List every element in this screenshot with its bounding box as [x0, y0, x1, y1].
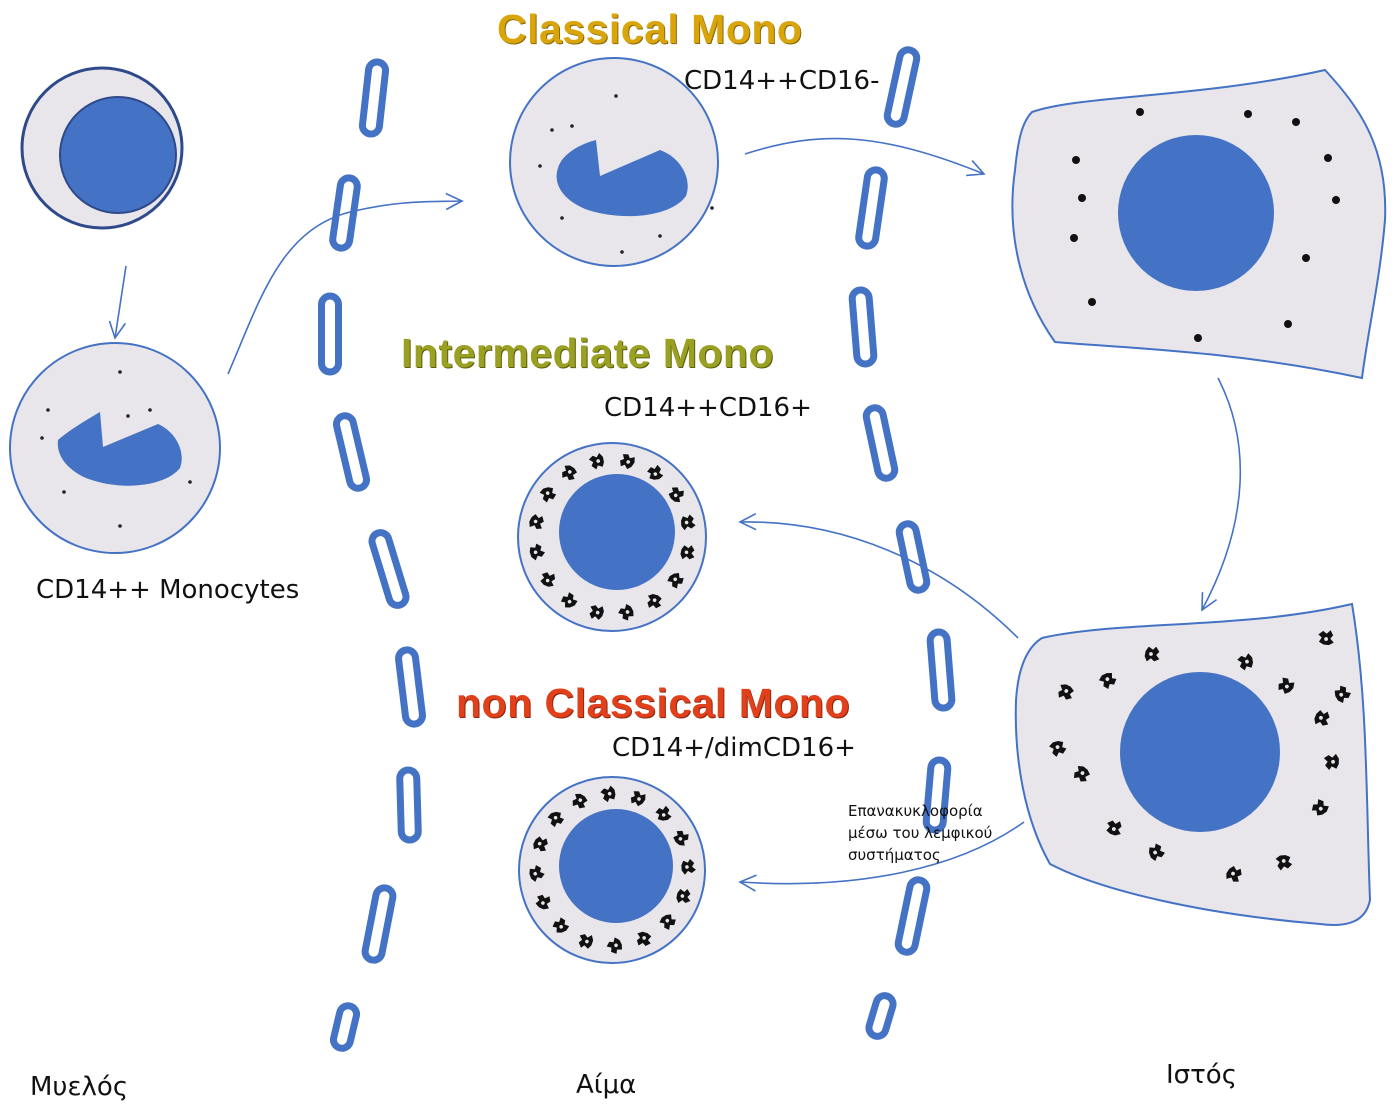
marker-intermediate: CD14++CD16+	[604, 393, 812, 423]
arrow-marrow-to-blood	[227, 192, 464, 375]
vessel-wall-segment	[883, 46, 921, 128]
vessel-wall-segment	[395, 646, 426, 728]
vessel-wall-segment	[329, 1002, 361, 1052]
lymphatic-note: Επανακυκλοφορία μέσω του λεμφικού συστήμ…	[848, 800, 992, 866]
vessel-wall-segment	[361, 884, 397, 964]
marker-classical: CD14++CD16-	[684, 66, 880, 96]
marker-non-classical: CD14+/dimCD16+	[612, 733, 856, 763]
region-blood: Αίμα	[576, 1070, 637, 1100]
arrow-blood-to-tissue	[744, 137, 986, 177]
vessel-wall-segment	[318, 292, 342, 376]
flow-arrows	[108, 137, 1242, 892]
title-intermediate: Intermediate Mono	[401, 330, 774, 376]
arrow-tissue-differentiation	[1201, 377, 1242, 612]
note-line-2: μέσω του λεμφικού	[848, 824, 993, 842]
vessel-wall-segment	[332, 412, 371, 492]
vessel-wall-segment	[926, 628, 956, 712]
arrow-lymphatic-recirculation	[738, 821, 1025, 892]
vessel-wall-segment	[895, 520, 931, 594]
title-non-classical: non Classical Mono	[456, 680, 850, 726]
region-tissue: Ιστός	[1166, 1060, 1237, 1090]
vessel-wall-right	[848, 46, 956, 1040]
vessel-wall-left	[318, 58, 426, 1052]
arrow-tissue-to-intermediate	[738, 512, 1019, 639]
non-classical-monocyte[interactable]	[518, 776, 706, 964]
vessel-wall-segment	[922, 756, 952, 834]
arrow-progenitor-to-monocyte	[108, 265, 127, 340]
marker-marrow-monocytes: CD14++ Monocytes	[36, 575, 300, 605]
progenitor-cell	[20, 66, 184, 230]
vessel-wall-segment	[358, 58, 390, 138]
vessel-wall-segment	[396, 766, 422, 844]
tissue-macrophage-activated	[1014, 602, 1372, 926]
vessel-wall-segment	[855, 166, 888, 250]
title-classical: Classical Mono	[497, 6, 803, 52]
vessel-wall-segment	[848, 286, 878, 368]
note-line-1: Επανακυκλοφορία	[848, 802, 983, 820]
tissue-macrophage	[1011, 68, 1387, 380]
marrow-monocyte	[9, 342, 221, 554]
note-line-3: συστήματος	[848, 846, 941, 864]
classical-monocyte	[509, 57, 719, 267]
vessel-wall-segment	[894, 876, 931, 956]
vessel-wall-segment	[368, 529, 410, 609]
region-bone-marrow: Μυελός	[30, 1072, 129, 1102]
vessel-wall-segment	[862, 404, 899, 482]
vessel-wall-segment	[865, 992, 897, 1040]
intermediate-monocyte[interactable]	[517, 442, 707, 632]
